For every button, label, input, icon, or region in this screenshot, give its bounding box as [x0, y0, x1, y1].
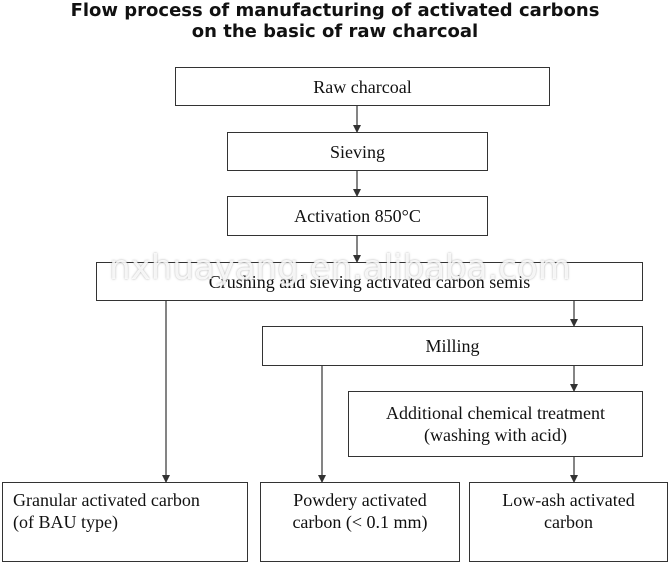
node-activation-label: Activation 850°C	[294, 206, 421, 226]
node-low-ash-carbon-line-2: carbon	[544, 512, 593, 532]
node-crushing-sieving-label: Crushing and sieving activated carbon se…	[208, 271, 531, 292]
diagram-title: Flow process of manufacturing of activat…	[0, 0, 670, 42]
node-chemical-treatment-line-2: (washing with acid)	[424, 425, 567, 445]
title-line-1: Flow process of manufacturing of activat…	[70, 0, 600, 21]
node-raw-charcoal: Raw charcoal	[175, 67, 550, 106]
node-raw-charcoal-label: Raw charcoal	[313, 76, 412, 97]
node-powdery-carbon-line-2: carbon (< 0.1 mm)	[292, 512, 428, 532]
node-chemical-treatment: Additional chemical treatment (washing w…	[348, 391, 643, 457]
node-granular-carbon: Granular activated carbon (of BAU type)	[2, 482, 248, 562]
node-milling-label: Milling	[425, 336, 480, 356]
node-sieving: Sieving	[227, 132, 488, 171]
title-line-2: on the basic of raw charcoal	[191, 21, 479, 42]
node-powdery-carbon-line-1: Powdery activated	[293, 490, 427, 510]
node-granular-carbon-line-2: (of BAU type)	[13, 512, 118, 532]
node-powdery-carbon: Powdery activated carbon (< 0.1 mm)	[260, 482, 460, 562]
node-low-ash-carbon: Low-ash activated carbon	[469, 482, 668, 562]
node-granular-carbon-line-1: Granular activated carbon	[13, 490, 200, 510]
node-chemical-treatment-line-1: Additional chemical treatment	[386, 403, 605, 423]
node-low-ash-carbon-line-1: Low-ash activated	[502, 490, 635, 510]
node-sieving-label: Sieving	[329, 141, 385, 162]
node-activation: Activation 850°C	[227, 196, 488, 236]
node-crushing-sieving: Crushing and sieving activated carbon se…	[96, 262, 643, 301]
node-milling: Milling	[262, 326, 643, 366]
